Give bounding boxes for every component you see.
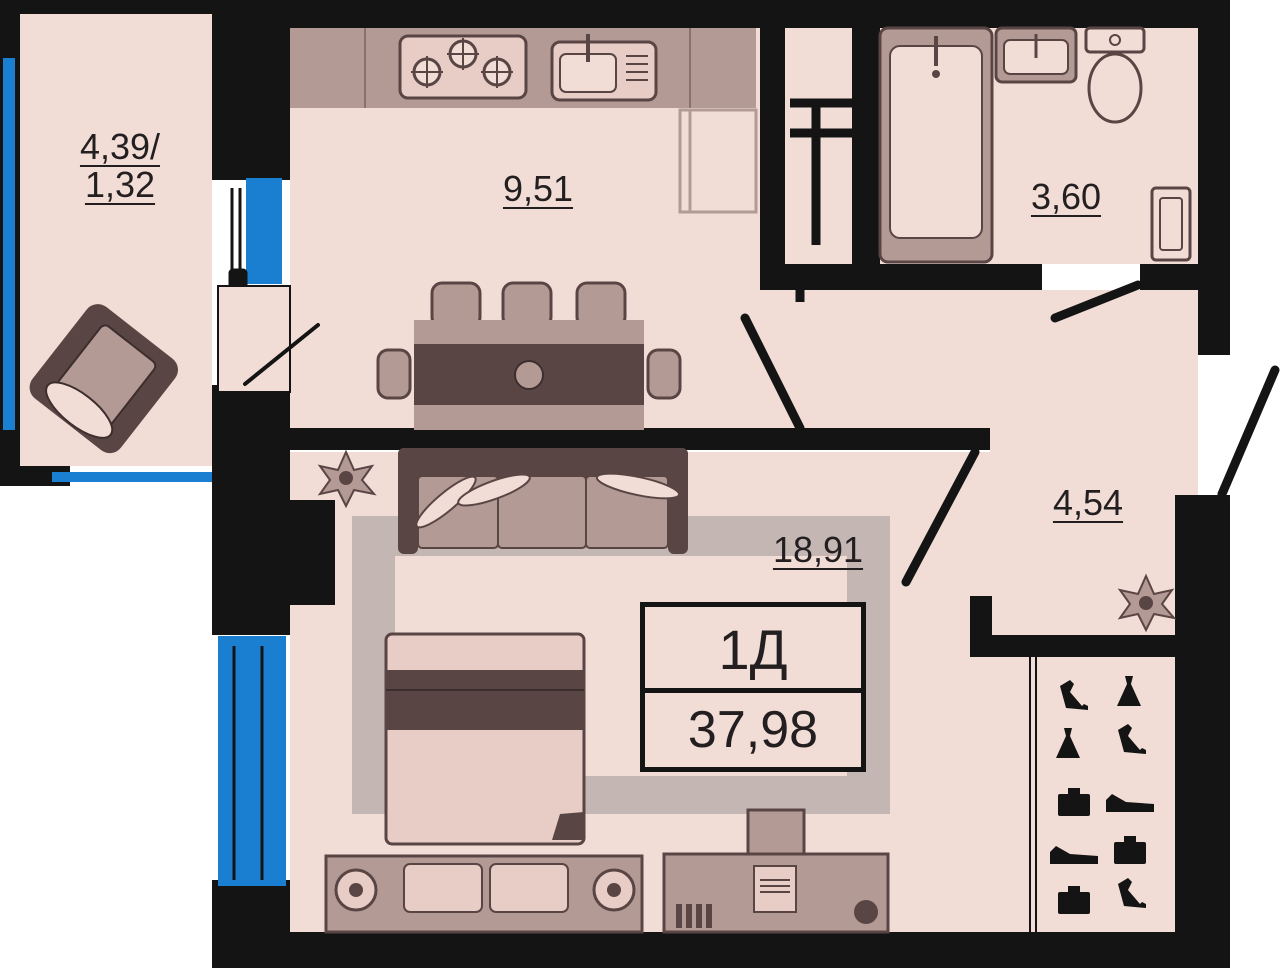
plant-icon — [317, 449, 377, 509]
area-kitchen: 9,51 — [502, 168, 574, 209]
balcony-door — [243, 323, 320, 386]
chair-icon — [854, 900, 878, 924]
kitchen-window — [246, 178, 282, 284]
wall-left-notch — [250, 500, 335, 605]
wall-bath-bottom-left — [760, 264, 1042, 290]
dress-icon — [1056, 676, 1141, 758]
bathroom-fixtures — [878, 26, 1192, 264]
wall-top — [212, 0, 1230, 28]
dining-table-icon — [376, 281, 682, 430]
area-bathroom: 3,60 — [1030, 176, 1102, 217]
wall-bath-left — [760, 28, 785, 290]
plant-icon — [1117, 573, 1177, 633]
bathroom-door — [1050, 280, 1143, 323]
windows — [3, 58, 286, 886]
sofa-icon — [398, 448, 688, 554]
ventilation-shaft — [790, 98, 852, 302]
entrance-door — [1217, 365, 1280, 499]
wall-bottom — [212, 932, 1230, 968]
briefcase-icon — [1058, 788, 1146, 914]
bed-icon — [324, 632, 644, 934]
wall-kitchen-living — [290, 428, 990, 450]
sneaker-icon — [1050, 794, 1154, 864]
burner-icon — [411, 38, 513, 88]
books-icon — [676, 904, 712, 928]
apartment-type: 1Д — [645, 607, 861, 693]
living-door — [901, 447, 980, 587]
towel-dryer-icon — [1150, 186, 1192, 262]
total-area: 37,98 — [687, 701, 819, 759]
wall-bath-bottom-right — [1140, 264, 1198, 290]
apartment-badge: 1Д 37,98 — [640, 602, 866, 772]
balcony-window — [3, 58, 15, 430]
doors — [217, 280, 1280, 587]
armchair-icon — [29, 304, 178, 454]
balcony-window-bottom — [52, 472, 212, 482]
living-window — [218, 636, 286, 886]
kitchen-door — [740, 313, 805, 433]
area-balcony: 4,39/ 1,32 — [79, 126, 161, 205]
toilet-icon — [1084, 26, 1146, 54]
wall-bath-inner — [852, 28, 880, 290]
kitchen-counter — [290, 28, 758, 214]
wall-right-upper — [1198, 0, 1230, 355]
wall-left-upper — [212, 0, 290, 180]
high-heel-icon — [1060, 680, 1146, 908]
area-living-room: 18,91 — [772, 529, 864, 570]
laptop-icon — [753, 865, 797, 913]
balcony-wall-top — [0, 0, 230, 14]
wall-wardrobe-top — [970, 635, 1178, 657]
area-hallway: 4,54 — [1052, 482, 1124, 523]
wall-right-lower — [1175, 495, 1230, 968]
desk-icon — [662, 808, 890, 934]
window-frames — [228, 188, 264, 880]
wardrobe-floor — [1030, 655, 1178, 932]
fridge-icon — [678, 108, 758, 214]
wardrobe — [1029, 655, 1154, 932]
